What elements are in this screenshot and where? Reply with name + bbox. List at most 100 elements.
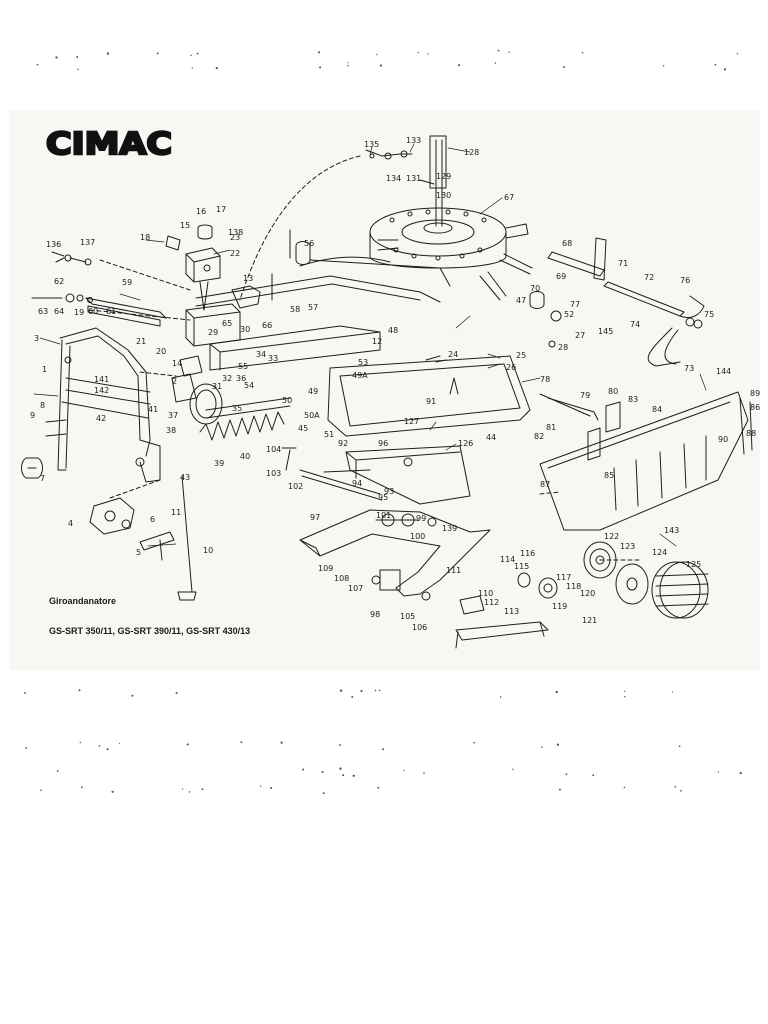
- part-number: 117: [556, 573, 571, 582]
- scan-speck: [81, 786, 83, 789]
- scan-speck: [592, 774, 595, 777]
- part-number: 72: [644, 273, 654, 282]
- part-number: 143: [664, 526, 679, 535]
- scan-speck: [360, 689, 363, 693]
- part-number: 36: [236, 374, 246, 383]
- upper-link-arm: [31, 251, 167, 327]
- scan-speck: [24, 691, 27, 694]
- part-number: 57: [308, 303, 318, 312]
- part-number: 82: [534, 432, 544, 441]
- part-number: 90: [718, 435, 728, 444]
- scan-speck: [563, 66, 566, 69]
- scan-speck: [111, 790, 114, 793]
- part-number: 40: [240, 452, 250, 461]
- main-beam: [195, 256, 451, 371]
- part-number: 12: [372, 337, 382, 346]
- part-number: 78: [540, 375, 550, 384]
- part-number: 14: [172, 359, 182, 368]
- part-number: 59: [122, 278, 132, 287]
- scan-speck: [555, 690, 558, 694]
- scan-speck: [352, 774, 355, 777]
- scan-speck: [541, 746, 543, 748]
- scan-speck: [379, 64, 382, 67]
- part-number: 2: [172, 377, 177, 386]
- diagram-caption-title: Giroandanatore: [49, 596, 117, 606]
- part-number: 53: [358, 358, 368, 367]
- part-number: 48: [388, 326, 398, 335]
- part-number: 54: [244, 381, 254, 390]
- part-number: 18: [140, 233, 150, 242]
- part-number: 71: [618, 259, 628, 268]
- part-number: 119: [552, 602, 567, 611]
- scan-speck: [319, 66, 322, 69]
- scan-speck: [56, 770, 59, 772]
- part-number: 15: [180, 221, 190, 230]
- scan-speck: [318, 51, 321, 54]
- part-number: 95: [378, 493, 388, 502]
- scan-speck: [270, 786, 273, 789]
- part-number: 83: [628, 395, 638, 404]
- part-number: 109: [318, 564, 333, 573]
- scan-speck: [347, 62, 349, 64]
- part-number: 101: [376, 511, 391, 520]
- part-number: 103: [266, 469, 281, 478]
- part-number: 13: [243, 274, 253, 283]
- part-number: 128: [464, 148, 479, 157]
- scan-speck: [201, 788, 204, 791]
- scan-speck: [240, 741, 243, 744]
- tine-arm: [547, 237, 705, 367]
- part-number: 10: [203, 546, 213, 555]
- scan-speck: [339, 689, 343, 692]
- part-number: 135: [364, 140, 379, 149]
- part-number: 145: [598, 327, 613, 336]
- part-number: 50: [282, 396, 292, 405]
- part-number: 63: [38, 307, 48, 316]
- part-number: 73: [684, 364, 694, 373]
- wheel-arm-106: [455, 595, 549, 649]
- scan-speck: [723, 68, 727, 71]
- scan-speck: [382, 748, 385, 751]
- scan-speck: [565, 773, 568, 776]
- scan-speck: [215, 66, 218, 70]
- part-number: 106: [412, 623, 427, 632]
- part-number: 93: [384, 487, 394, 496]
- chassis-frame: [327, 355, 531, 437]
- part-number: 111: [446, 566, 461, 575]
- part-number: 65: [222, 319, 232, 328]
- scan-speck: [77, 68, 79, 71]
- scan-speck: [106, 748, 109, 751]
- part-number: 5: [136, 548, 141, 557]
- scan-speck: [427, 53, 429, 55]
- leader-lines: [33, 143, 707, 547]
- part-number: 70: [530, 284, 540, 293]
- scan-speck: [378, 689, 381, 692]
- scan-speck: [662, 65, 665, 67]
- part-number: 130: [436, 191, 451, 200]
- part-number: 4: [68, 519, 73, 528]
- part-number: 81: [546, 423, 556, 432]
- scan-speck: [714, 63, 717, 66]
- part-number: 34: [256, 350, 266, 359]
- scan-speck: [339, 767, 342, 770]
- part-number: 44: [486, 433, 496, 442]
- scan-speck: [494, 62, 497, 64]
- scan-speck: [186, 743, 189, 746]
- part-number: 79: [580, 391, 590, 400]
- part-number: 58: [290, 305, 300, 314]
- part-number: 99: [416, 514, 426, 523]
- lower-linkage: [299, 509, 491, 597]
- part-number: 23: [230, 233, 240, 242]
- part-number: 136: [46, 240, 61, 249]
- scan-speck: [497, 49, 500, 52]
- scan-speck: [351, 696, 354, 698]
- roller-31: [171, 355, 223, 425]
- part-number: 74: [630, 320, 640, 329]
- part-number: 6: [150, 515, 155, 524]
- part-number: 22: [230, 249, 240, 258]
- part-number: 16: [196, 207, 206, 216]
- scan-speck: [740, 772, 742, 774]
- part-number: 21: [136, 337, 146, 346]
- diagram-model-list: GS-SRT 350/11, GS-SRT 390/11, GS-SRT 430…: [49, 626, 251, 636]
- part-number: 3: [34, 334, 39, 343]
- part-number: 142: [94, 386, 109, 395]
